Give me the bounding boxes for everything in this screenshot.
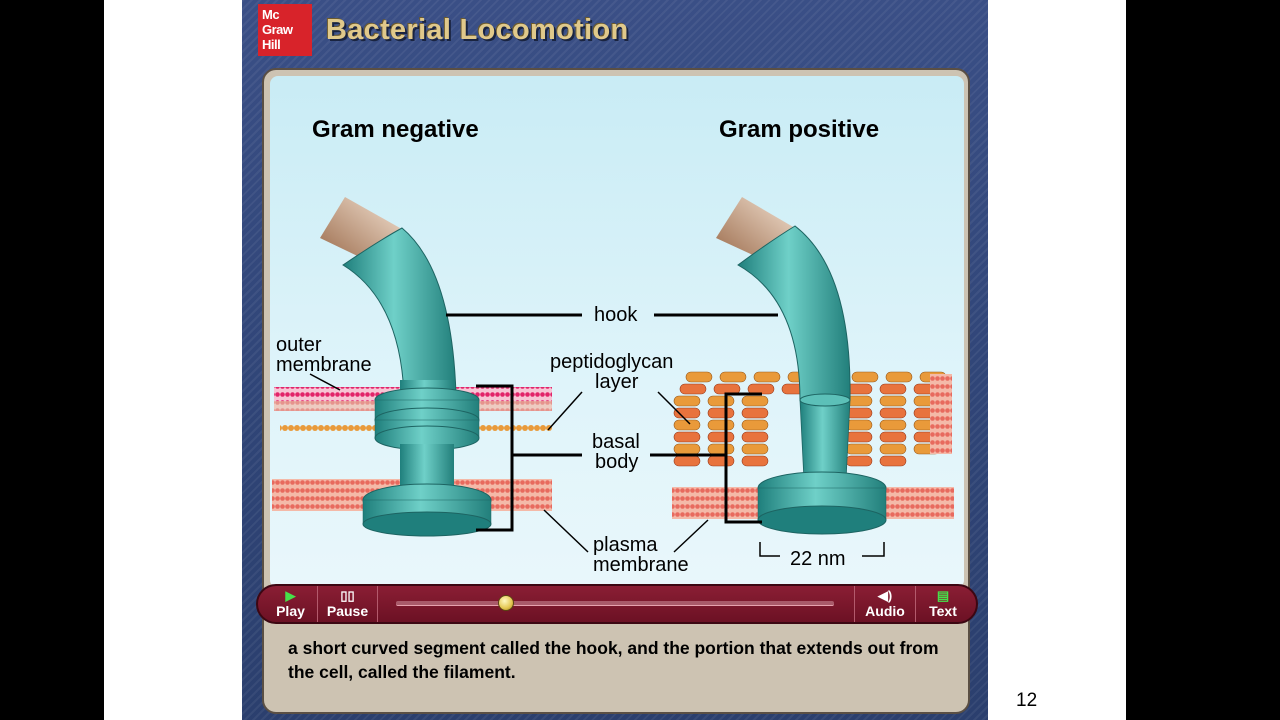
pause-icon: ▯▯	[340, 588, 355, 603]
leader-lines	[309, 373, 885, 557]
gram-positive-heading: Gram positive	[719, 116, 879, 143]
pause-button[interactable]: ▯▯ Pause	[318, 586, 378, 622]
gram-positive-flagellum	[716, 197, 887, 535]
plasma-membrane-label-1: plasma	[593, 534, 658, 556]
plasma-membrane-label-2: membrane	[593, 554, 689, 576]
hook-label: hook	[594, 304, 638, 326]
basal-body-label-1: basal	[592, 431, 640, 453]
play-icon: ▶	[285, 588, 296, 603]
audio-button[interactable]: ◀) Audio	[854, 586, 916, 622]
outer-membrane-label-1: outer	[276, 334, 322, 356]
speaker-icon: ◀)	[877, 588, 893, 603]
gram-negative-heading: Gram negative	[312, 116, 479, 143]
peptidoglycan-label-2: layer	[595, 371, 639, 393]
gram-negative-flagellum	[320, 197, 492, 537]
width-label: 22 nm	[790, 548, 846, 570]
page-number: 12	[1016, 690, 1038, 711]
basal-body-label-2: body	[595, 451, 638, 473]
outer-membrane-label-2: membrane	[276, 354, 372, 376]
progress-slider-thumb[interactable]	[497, 595, 514, 611]
text-button[interactable]: ▤ Text	[916, 586, 970, 622]
narration-caption: a short curved segment called the hook, …	[288, 638, 939, 682]
play-button[interactable]: ▶ Play	[264, 586, 318, 622]
label-lines	[446, 313, 778, 532]
text-icon: ▤	[936, 588, 950, 603]
page-title: Bacterial Locomotion	[326, 14, 629, 46]
peptidoglycan-label-1: peptidoglycan	[550, 351, 673, 373]
mcgraw-hill-logo: Mc Graw Hill	[258, 4, 312, 56]
progress-track[interactable]	[396, 601, 834, 606]
